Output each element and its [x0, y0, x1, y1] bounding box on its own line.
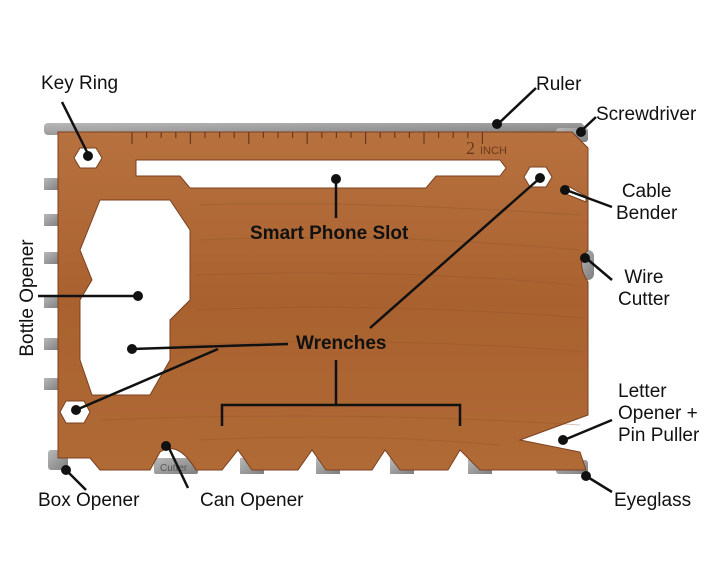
label-smart-phone-slot: Smart Phone Slot — [250, 223, 409, 244]
label-bottle-opener: Bottle Opener — [17, 239, 38, 357]
label-screwdriver: Screwdriver — [596, 104, 697, 125]
ruler-unit-engraving: INCH — [480, 145, 507, 157]
label-ruler: Ruler — [536, 74, 582, 95]
label-cable-bender: Cable Bender — [616, 181, 678, 224]
label-box-opener: Box Opener — [38, 490, 140, 511]
leader-dots — [61, 119, 591, 481]
ruler-ticks — [131, 132, 483, 144]
label-letter-opener: Letter Opener + Pin Puller — [618, 381, 700, 446]
steel-stamp-text: Cutter — [160, 463, 188, 474]
label-can-opener: Can Opener — [200, 490, 304, 511]
label-wrenches: Wrenches — [296, 333, 387, 354]
label-eyeglass: Eyeglass — [614, 490, 692, 511]
ruler-brand-engraving: 2 — [466, 138, 475, 158]
leader-lines — [38, 87, 613, 494]
label-key-ring: Key Ring — [41, 73, 119, 94]
wood-grain — [99, 203, 586, 446]
wood-card-body — [57, 131, 589, 471]
label-wire-cutter: Wire Cutter — [618, 267, 670, 310]
